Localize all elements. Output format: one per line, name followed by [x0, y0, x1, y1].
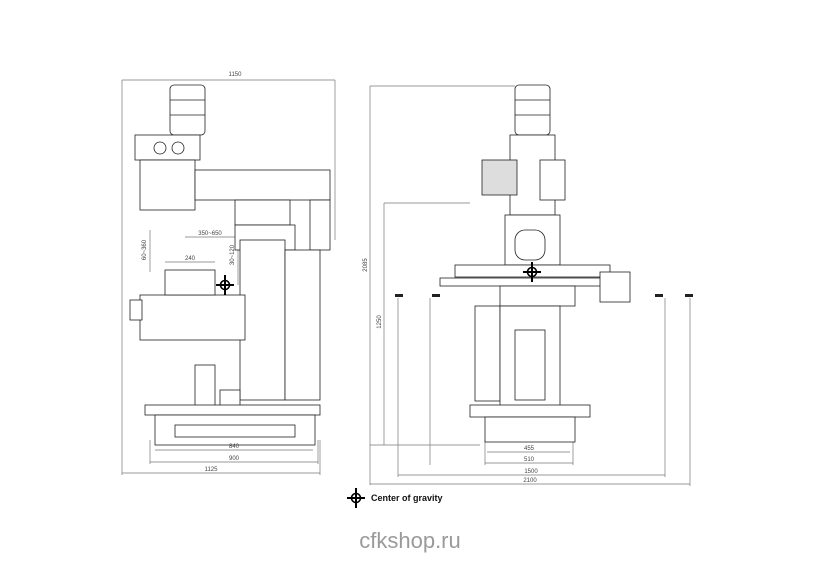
dimension-lines	[121, 79, 691, 486]
dim-350-650: 350~650	[198, 231, 222, 237]
dim-840: 840	[229, 444, 240, 450]
side-center-of-gravity-icon	[215, 274, 235, 296]
dim-30-120: 30~120	[230, 244, 236, 265]
dim-1150: 1150	[229, 72, 243, 78]
front-view-machine	[439, 84, 631, 443]
legend-label: Center of gravity	[371, 493, 443, 503]
dim-455: 455	[524, 446, 535, 452]
dim-1500: 1500	[524, 469, 538, 475]
dim-510: 510	[524, 457, 535, 463]
dim-240: 240	[185, 256, 196, 262]
watermark: cfkshop.ru	[359, 528, 461, 553]
dim-900: 900	[229, 456, 240, 462]
center-of-gravity-icon	[346, 487, 366, 509]
table-handles	[395, 294, 693, 297]
dim-2100: 2100	[523, 478, 537, 484]
dim-60-360: 60~360	[142, 239, 148, 260]
side-view-machine	[129, 84, 331, 446]
dim-1125: 1125	[205, 467, 219, 473]
dim-2085: 2085	[363, 258, 369, 272]
legend: Center of gravity	[345, 486, 443, 510]
dim-1250: 1250	[377, 315, 383, 329]
